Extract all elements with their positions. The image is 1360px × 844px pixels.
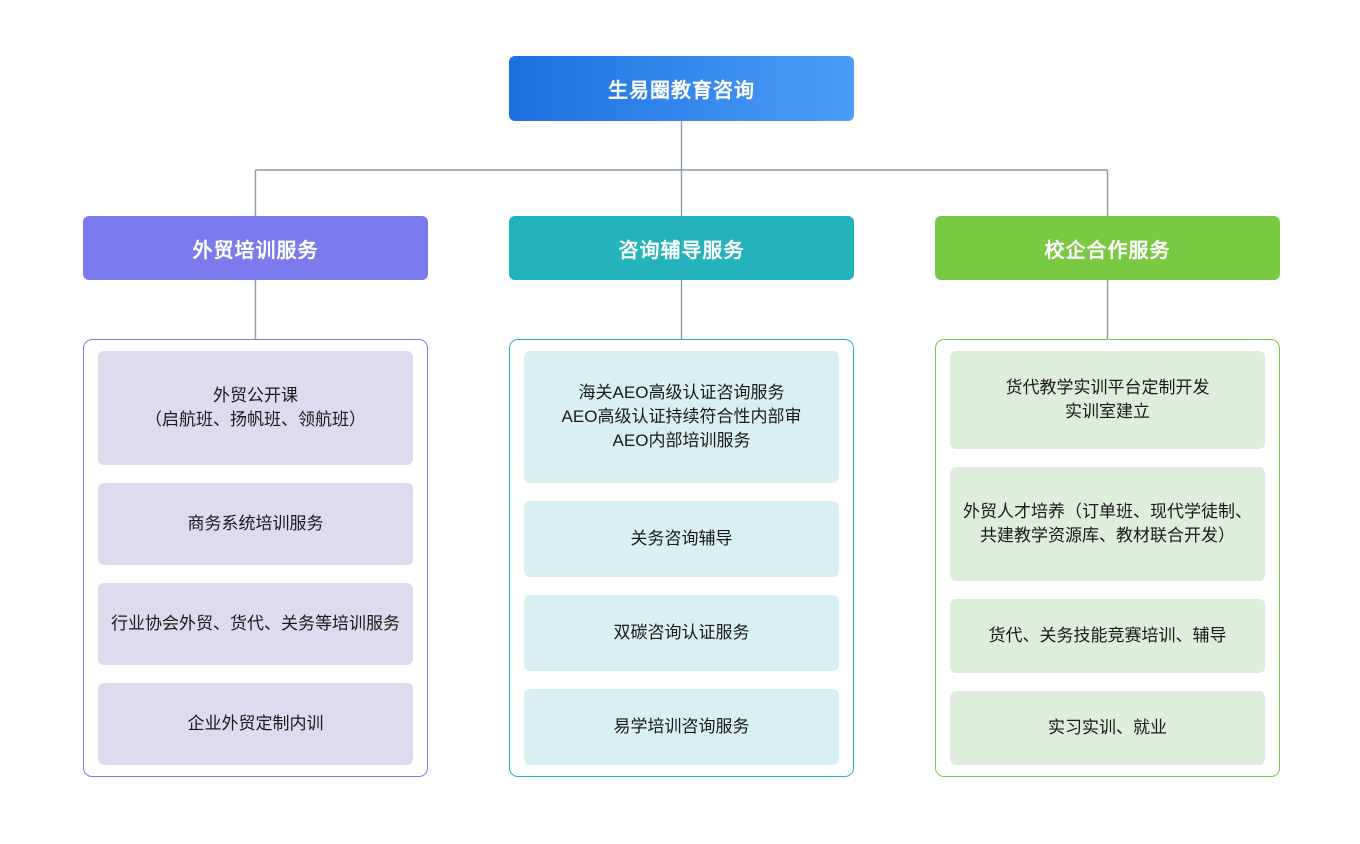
branch-header-1[interactable]: 外贸培训服务 bbox=[83, 216, 428, 280]
leaf-card[interactable]: 货代教学实训平台定制开发 实训室建立 bbox=[950, 351, 1265, 450]
branch-header-3[interactable]: 校企合作服务 bbox=[935, 216, 1280, 280]
leaf-card[interactable]: 实习实训、就业 bbox=[950, 691, 1265, 766]
branch-header-2-label: 咨询辅导服务 bbox=[618, 239, 745, 262]
leaf-card[interactable]: 海关AEO高级认证咨询服务 AEO高级认证持续符合性内部审 AEO内部培训服务 bbox=[524, 351, 839, 483]
leaf-card[interactable]: 行业协会外贸、货代、关务等培训服务 bbox=[98, 583, 413, 666]
leaf-card[interactable]: 双碳咨询认证服务 bbox=[524, 594, 839, 671]
branch-header-2[interactable]: 咨询辅导服务 bbox=[509, 216, 854, 280]
leaf-card[interactable]: 外贸人才培养（订单班、现代学徒制、共建教学资源库、教材联合开发） bbox=[950, 467, 1265, 582]
leaf-card[interactable]: 关务咨询辅导 bbox=[524, 500, 839, 577]
branch-header-1-label: 外贸培训服务 bbox=[192, 239, 319, 262]
leaf-card[interactable]: 易学培训咨询服务 bbox=[524, 688, 839, 766]
branch-container-3: 货代教学实训平台定制开发 实训室建立 外贸人才培养（订单班、现代学徒制、共建教学… bbox=[935, 339, 1280, 777]
branch-header-3-label: 校企合作服务 bbox=[1044, 239, 1171, 262]
leaf-card[interactable]: 商务系统培训服务 bbox=[98, 483, 413, 566]
root-node[interactable]: 生易圈教育咨询 bbox=[509, 56, 854, 121]
leaf-card[interactable]: 外贸公开课 （启航班、扬帆班、领航班） bbox=[98, 351, 413, 466]
root-node-label: 生易圈教育咨询 bbox=[608, 80, 755, 102]
leaf-card[interactable]: 货代、关务技能竞赛培训、辅导 bbox=[950, 599, 1265, 674]
branch-container-1: 外贸公开课 （启航班、扬帆班、领航班） 商务系统培训服务 行业协会外贸、货代、关… bbox=[83, 339, 428, 777]
branch-container-2: 海关AEO高级认证咨询服务 AEO高级认证持续符合性内部审 AEO内部培训服务 … bbox=[509, 339, 854, 777]
leaf-card[interactable]: 企业外贸定制内训 bbox=[98, 683, 413, 765]
